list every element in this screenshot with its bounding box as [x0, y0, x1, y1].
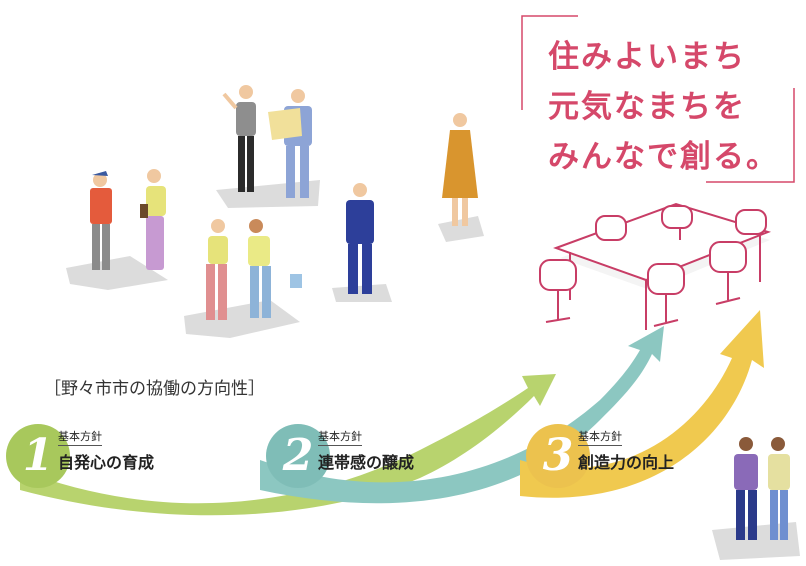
slogan-frame	[521, 15, 795, 183]
person-businessman	[346, 183, 374, 294]
chair	[539, 259, 577, 323]
person-woman-pink	[206, 219, 228, 320]
chair	[661, 205, 693, 229]
slogan-line-2: 元気なまちを	[548, 89, 746, 125]
policy-number-badge: 3	[526, 424, 590, 488]
policy-title: 自発心の育成	[58, 453, 155, 472]
person-bottom-yellow	[768, 437, 790, 540]
person-woman-dress	[442, 113, 478, 226]
slogan: 住みよいまち 元気なまちを みんなで創る。	[548, 32, 788, 182]
person-map-man	[268, 89, 312, 198]
meeting-table	[539, 202, 772, 330]
chair	[709, 241, 747, 305]
shadow-woman-dress	[438, 216, 484, 242]
person-pointing-woman	[222, 85, 256, 192]
policy-kind: 基本方針	[318, 428, 362, 446]
shadow-middle-group	[184, 300, 300, 338]
table-top	[553, 202, 772, 282]
policy-title: 連帯感の醸成	[318, 453, 415, 472]
person-phone-woman	[140, 169, 166, 270]
person-bottom-purple	[734, 437, 758, 540]
policy-number-badge: 2	[266, 424, 330, 488]
slogan-line-3: みんなで創る。	[548, 139, 779, 175]
policy-title: 創造力の向上	[578, 453, 675, 472]
policy-kind: 基本方針	[58, 428, 102, 446]
section-heading: ［野々市市の協働の方向性］	[44, 379, 265, 399]
chair	[735, 209, 767, 235]
person-woman-jeans	[248, 219, 302, 318]
slogan-frame-bottom-right	[706, 88, 795, 183]
chair	[595, 215, 627, 241]
slogan-line-1: 住みよいまち	[548, 39, 746, 75]
policy-kind: 基本方針	[578, 428, 622, 446]
policy-number-badge: 1	[6, 424, 70, 488]
person-cap-man	[90, 171, 112, 270]
shadow-left-group	[66, 256, 168, 290]
arrow-green	[20, 374, 556, 516]
chair	[647, 263, 685, 327]
direction-arrows	[20, 310, 764, 516]
slogan-frame-top-left	[521, 15, 578, 110]
